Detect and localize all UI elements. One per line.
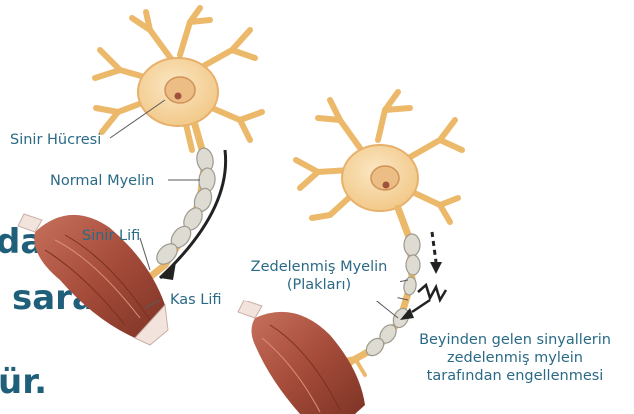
right-signal-arrow (432, 232, 436, 262)
signal-block-zigzag (418, 285, 446, 300)
label-blocked-line2: zedelenmiş mylein (400, 349, 630, 367)
label-blocked-line1: Beyinden gelen sinyallerin (400, 331, 630, 349)
label-sinir-hucresi: Sinir Hücresi (10, 131, 101, 149)
label-sinir-lifi: Sinir Lifi (82, 227, 140, 245)
label-zedelenmis-line2: (Plakları) (236, 276, 402, 294)
label-normal-myelin: Normal Myelin (50, 172, 154, 190)
label-kas-lifi: Kas Lifi (170, 291, 222, 309)
label-blocked-line3: tarafından engellenmesi (400, 367, 630, 385)
left-nucleus (165, 77, 195, 103)
label-zedelenmis-line1: Zedelenmiş Myelin (236, 258, 402, 276)
left-myelin-sheath (153, 147, 216, 268)
label-blocked-signals: Beyinden gelen sinyallerin zedelenmiş my… (400, 331, 630, 385)
label-zedelenmis-myelin: Zedelenmiş Myelin (Plakları) (236, 258, 402, 294)
right-muscle (238, 300, 365, 414)
